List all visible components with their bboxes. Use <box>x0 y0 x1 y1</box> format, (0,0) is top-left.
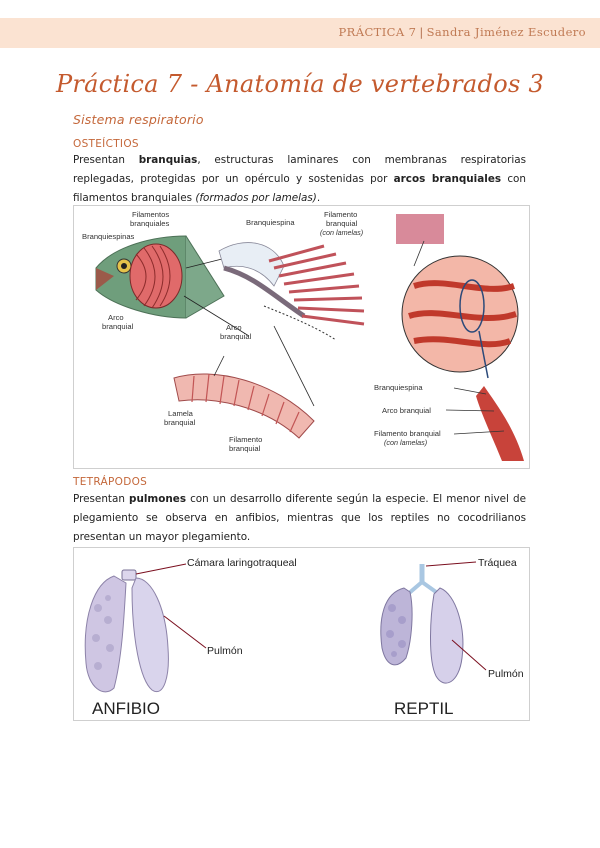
text-run: Presentan <box>73 493 130 505</box>
label-pulmon-left: Pulmón <box>207 645 243 657</box>
filament-zoom-illustration <box>173 325 315 439</box>
header-bar <box>0 18 600 48</box>
label-camara: Cámara laringotraqueal <box>187 557 297 569</box>
osteictios-paragraph: Presentan branquias, estructuras laminar… <box>73 151 526 208</box>
label-con-lamelas: (con lamelas) <box>320 228 363 237</box>
micrograph-illustration <box>396 214 524 461</box>
label-lamela-1: Lamela <box>168 409 194 418</box>
label-right-arco: Arco branquial <box>382 406 431 415</box>
label-reptil: REPTIL <box>394 699 454 718</box>
label-arco-mid-2: branquial <box>220 332 252 341</box>
text-run: . <box>316 192 321 204</box>
label-right-con-lamelas: (con lamelas) <box>384 438 427 447</box>
header-author: Sandra Jiménez Escudero <box>426 25 586 39</box>
tetrapodos-heading: TETRÁPODOS <box>73 476 148 488</box>
gill-figure: Filamentos branquiales Branquiespinas Br… <box>73 205 530 469</box>
label-arco-left-2: branquial <box>102 322 134 331</box>
label-traquea: Tráquea <box>478 557 517 569</box>
page-title: Práctica 7 - Anatomía de vertebrados 3 <box>55 70 545 98</box>
label-right-branquiespina: Branquiespina <box>374 383 423 392</box>
header-practice: PRÁCTICA 7 <box>338 25 417 39</box>
bold-term-arcos: arcos branquiales <box>393 173 502 185</box>
label-filamento-bottom-2: branquial <box>229 444 261 453</box>
label-anfibio: ANFIBIO <box>92 699 160 718</box>
label-pulmon-right: Pulmón <box>488 668 524 680</box>
amphibian-lungs-illustration <box>84 563 207 693</box>
running-header: PRÁCTICA 7|Sandra Jiménez Escudero <box>339 25 586 39</box>
italic-note: (formados por lamelas) <box>195 192 317 204</box>
label-filamentos-2: branquiales <box>130 219 169 228</box>
label-lamela-2: branquial <box>164 418 196 427</box>
label-arco-mid-1: Arco <box>226 323 242 332</box>
lung-illustration: Cámara laringotraqueal Pulmón ANFIBIO Tr… <box>84 557 524 718</box>
label-filamento-1: Filamento <box>324 210 357 219</box>
label-branquiespina-top: Branquiespina <box>246 218 295 227</box>
text-run: con filamentos branquiales <box>73 173 526 204</box>
osteictios-heading: OSTEÍCTIOS <box>73 138 139 150</box>
lung-figure: Cámara laringotraqueal Pulmón ANFIBIO Tr… <box>73 547 530 721</box>
label-filamento-2: branquial <box>326 219 358 228</box>
reptile-lungs-illustration <box>380 561 487 684</box>
label-filamentos-1: Filamentos <box>132 210 169 219</box>
section-subtitle: Sistema respiratorio <box>73 112 204 127</box>
text-run: Presentan <box>73 154 139 166</box>
gill-illustration: Filamentos branquiales Branquiespinas Br… <box>82 210 524 461</box>
label-arco-left-1: Arco <box>108 313 124 322</box>
bold-term-pulmones: pulmones <box>129 493 187 505</box>
text-run: , estructuras laminares con membranas re… <box>73 154 527 185</box>
label-branquiespinas: Branquiespinas <box>82 232 135 241</box>
label-right-filamento: Filamento branquial <box>374 429 441 438</box>
text-run: con un desarrollo diferente según la esp… <box>73 493 526 543</box>
gill-arch-illustration <box>218 242 365 341</box>
bold-term-branquias: branquias <box>138 154 198 166</box>
header-separator: | <box>419 25 424 39</box>
label-filamento-bottom-1: Filamento <box>229 435 262 444</box>
tetrapodos-paragraph: Presentan pulmones con un desarrollo dif… <box>73 490 526 547</box>
fish-head-illustration <box>95 235 225 319</box>
